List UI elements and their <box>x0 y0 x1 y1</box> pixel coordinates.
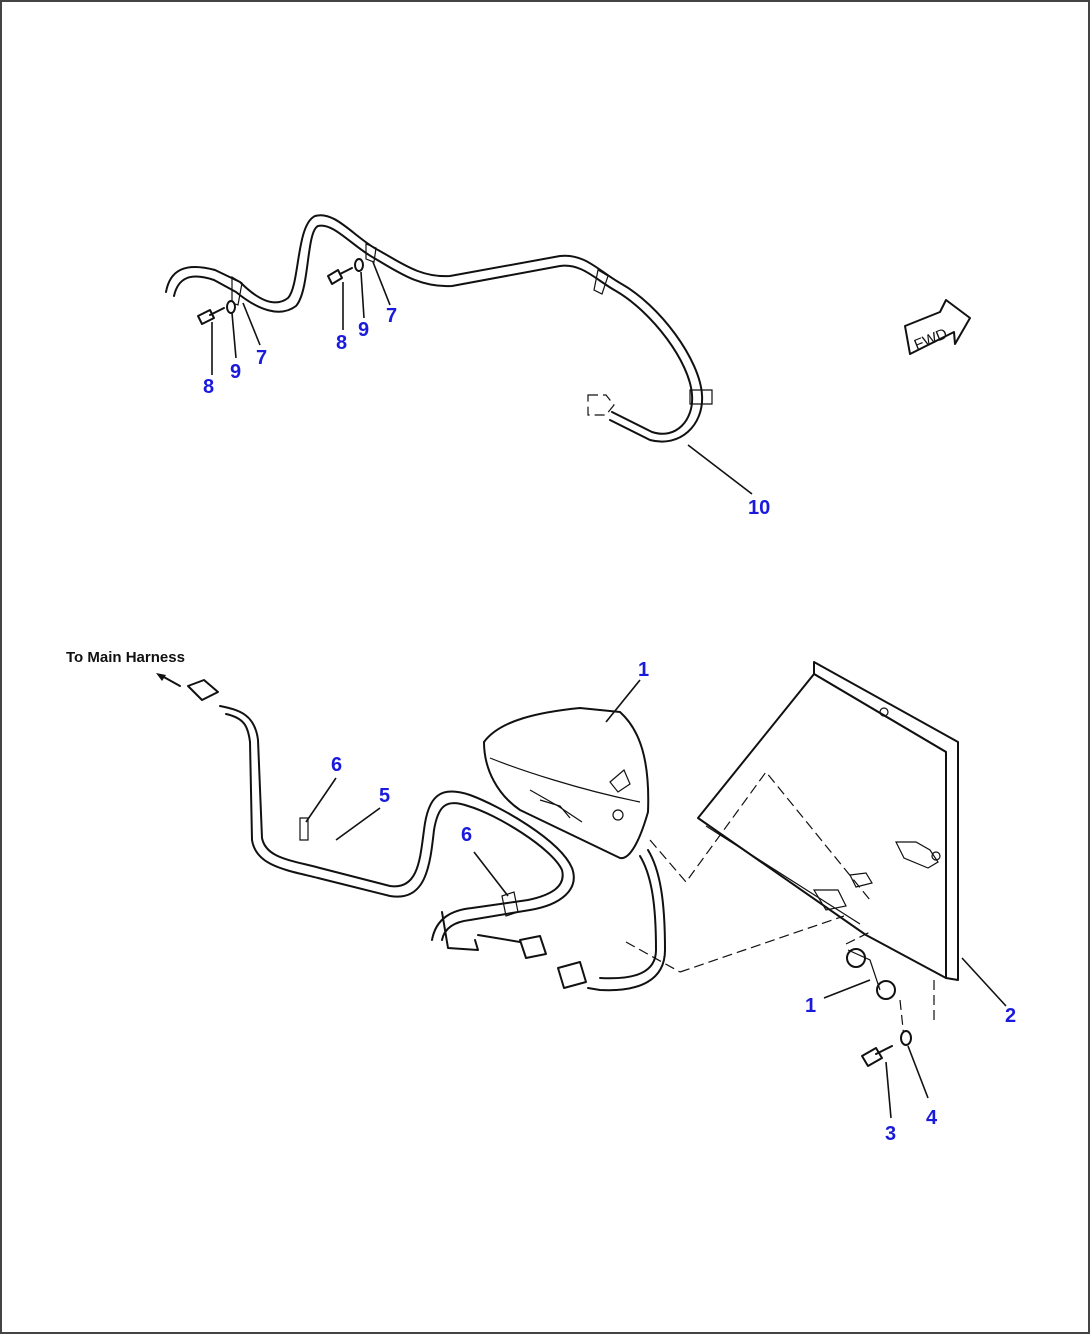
bolt-1-head-2 <box>876 980 896 1000</box>
bolt-3 <box>861 1045 893 1067</box>
clamp-6-right <box>501 891 519 917</box>
connector-lamp-side <box>519 935 547 959</box>
harness-10-end-connector <box>587 394 615 416</box>
callout-8-right: 8 <box>336 332 347 354</box>
callout-6-right: 6 <box>461 824 472 846</box>
callout-5: 5 <box>379 785 390 807</box>
bolt-1-head <box>846 948 866 968</box>
callout-7-right: 7 <box>386 305 397 327</box>
callout-9-left: 9 <box>230 361 241 383</box>
leaders-lower <box>305 679 1007 1119</box>
leaders-upper <box>211 261 753 495</box>
harness-10 <box>165 214 713 443</box>
callout-10: 10 <box>748 497 770 519</box>
washer-4 <box>900 1030 912 1046</box>
callout-1-bolt: 1 <box>805 995 816 1017</box>
bolt-8-left <box>197 307 225 325</box>
to-main-harness-arrow <box>156 673 219 701</box>
callout-3: 3 <box>885 1123 896 1145</box>
clamp-7-left <box>231 275 243 306</box>
harness-5 <box>219 705 575 959</box>
callout-6-left: 6 <box>331 754 342 776</box>
callout-9-right: 9 <box>358 319 369 341</box>
connector-main <box>187 679 219 701</box>
callout-8-left: 8 <box>203 376 214 398</box>
clamp-6-left <box>299 817 309 841</box>
clamp-7-right <box>365 243 377 263</box>
washer-9-right <box>354 258 364 272</box>
callout-1-lamp: 1 <box>638 659 649 681</box>
callout-2: 2 <box>1005 1005 1016 1027</box>
bolt-8-right <box>327 267 353 285</box>
callout-4: 4 <box>926 1107 938 1129</box>
fwd-arrow-sign: FWD <box>904 299 971 355</box>
clamp-lower <box>689 389 713 405</box>
callout-7-left: 7 <box>256 347 267 369</box>
note-to-main-harness: To Main Harness <box>66 649 185 666</box>
washer-9-left <box>226 300 236 314</box>
bracket-2 <box>697 661 959 1000</box>
clamp-mid <box>593 269 609 295</box>
connector-lamp-cable <box>557 961 587 989</box>
work-lamp-1 <box>483 707 666 992</box>
